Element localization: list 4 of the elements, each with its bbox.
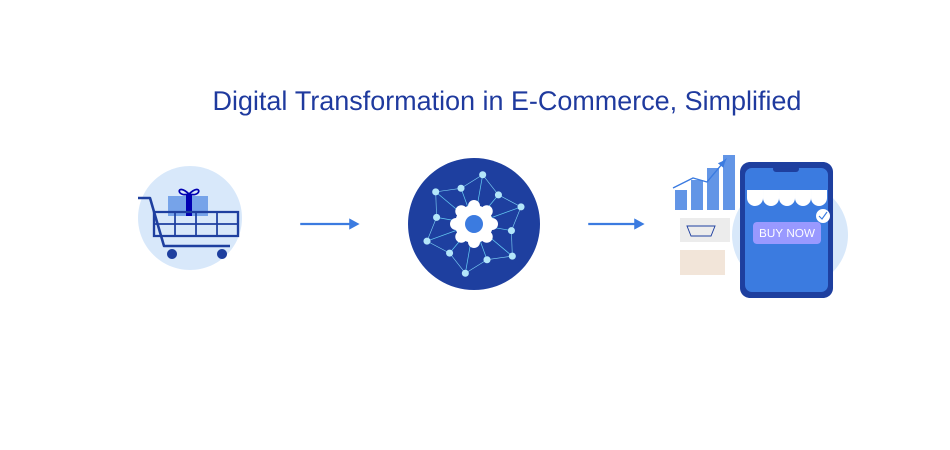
shopping-cart-drawing — [138, 166, 242, 270]
phone-shop-drawing: BUY NOW — [672, 155, 848, 298]
network-gear-drawing — [408, 158, 540, 290]
title: Digital Transformation in E-Commerce, Simplified — [214, 90, 800, 116]
